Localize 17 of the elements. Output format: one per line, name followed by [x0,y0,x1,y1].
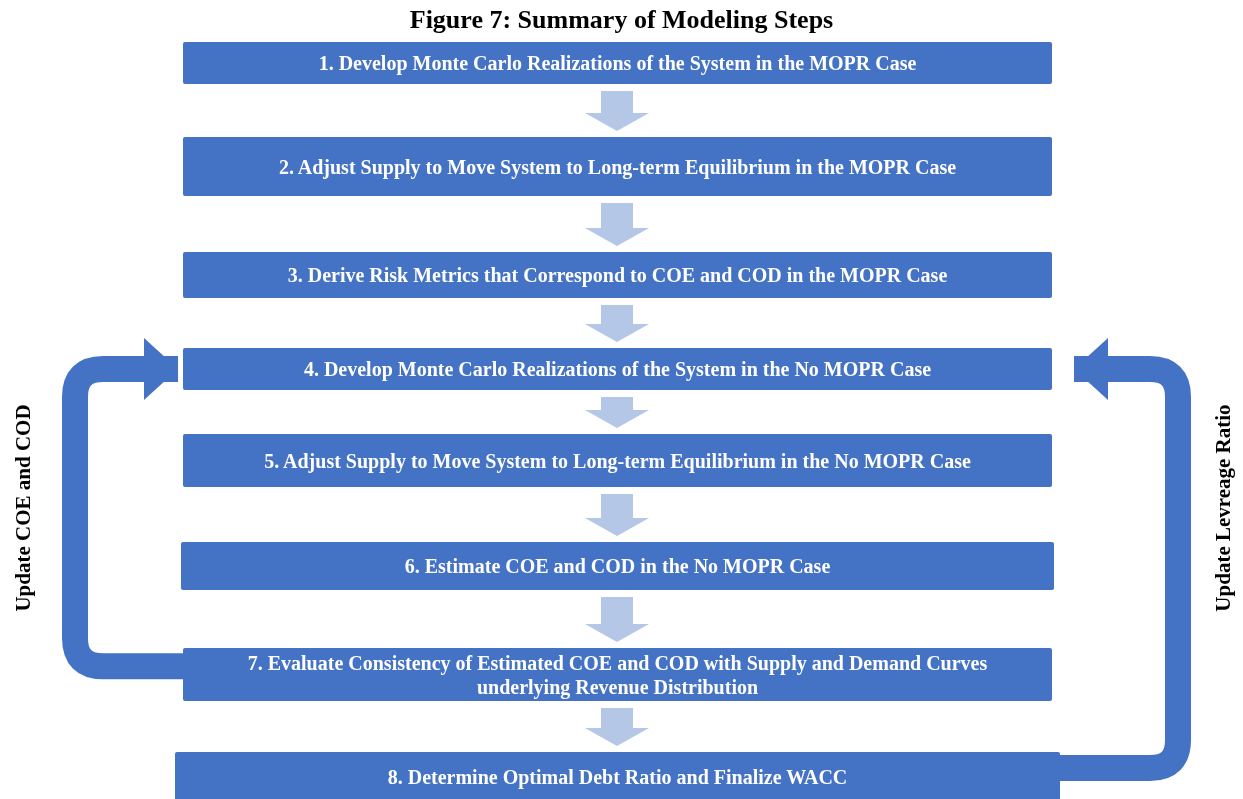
block-arrow [585,597,649,642]
process-box: 5. Adjust Supply to Move System to Long-term Equilibrium in the No MOPR Case [183,434,1052,487]
process-box: 7. Evaluate Consistency of Estimated COE and COD with Supply and Demand Curves underlying Revenue Distribution [183,648,1052,701]
process-box: 8. Determine Optimal Debt Ratio and Finalize WACC [175,752,1060,799]
block-arrow [585,305,649,342]
block-arrow [585,494,649,536]
block-arrow [585,91,649,131]
block-arrow [585,397,649,428]
process-box: 6. Estimate COE and COD in the No MOPR Case [181,542,1054,590]
process-box: 3. Derive Risk Metrics that Correspond to COE and COD in the MOPR Case [183,252,1052,298]
loop-arrow [1060,338,1191,781]
block-arrow [585,708,649,746]
process-box: 4. Develop Monte Carlo Realizations of the System in the No MOPR Case [183,348,1052,390]
block-arrow [585,203,649,246]
process-box: 2. Adjust Supply to Move System to Long-term Equilibrium in the MOPR Case [183,137,1052,196]
process-box: 1. Develop Monte Carlo Realizations of the System in the MOPR Case [183,42,1052,84]
figure-title: Figure 7: Summary of Modeling Steps [408,4,835,36]
